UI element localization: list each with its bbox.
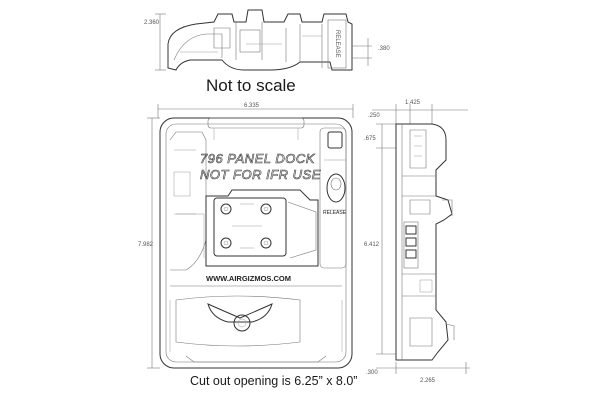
- dim-top-height: 2.360: [144, 20, 160, 26]
- top-view: 2.360 RELEASE .380: [144, 9, 390, 71]
- dim-side-bottom-right: 2.265: [420, 378, 436, 384]
- dim-side-top-right: 1.425: [405, 100, 421, 106]
- cutout-caption: Cut out opening is 6.25” x 8.0”: [190, 374, 358, 388]
- website-label: WWW.AIRGIZMOS.COM: [206, 274, 291, 283]
- svg-text:RELEASE: RELEASE: [334, 30, 340, 58]
- side-view: .250 1.425 .675 6.412: [364, 100, 470, 384]
- release-label: RELEASE: [323, 210, 347, 216]
- front-view: 6.335 7.982 RELEASE 796 PANEL DOC: [138, 103, 354, 369]
- panel-text-line1: 796 PANEL DOCK: [200, 151, 316, 166]
- dim-side-top-left: .250: [368, 113, 380, 119]
- not-to-scale-caption: Not to scale: [206, 76, 296, 95]
- dim-side-height: 6.412: [364, 242, 380, 248]
- dim-side-mid-left: .675: [364, 136, 376, 142]
- dim-side-bottom-left: .300: [366, 370, 378, 376]
- panel-text-line2: NOT FOR IFR USE: [200, 167, 321, 182]
- dim-front-width: 6.335: [244, 103, 260, 109]
- dim-top-right: .380: [378, 46, 390, 52]
- dim-front-height: 7.982: [138, 242, 154, 248]
